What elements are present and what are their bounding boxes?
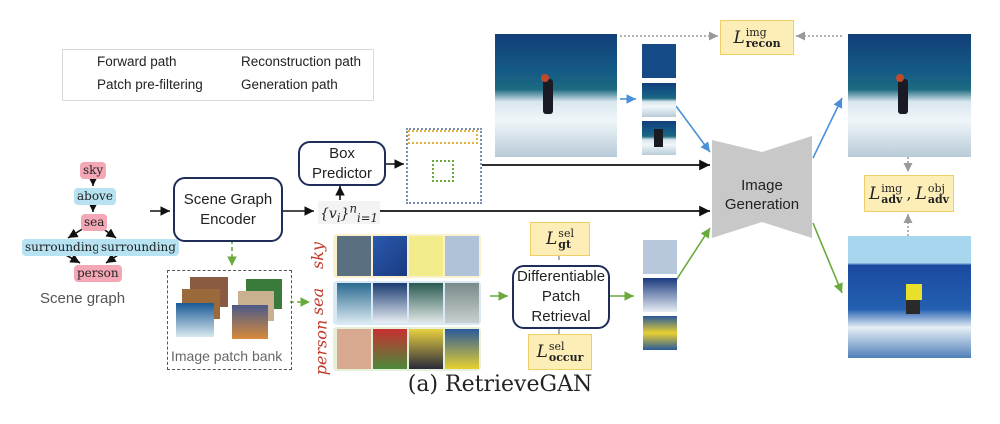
legend-prefilter-label: Patch pre-filtering xyxy=(97,77,203,92)
retrieved-patch-sky xyxy=(643,240,677,274)
patch-row-sky xyxy=(333,234,481,278)
legend-generation-label: Generation path xyxy=(241,77,338,92)
sg-node-surrounding-right: surrounding xyxy=(98,239,179,256)
box-predictor: Box Predictor xyxy=(298,141,386,186)
legend: Forward path Reconstruction path Patch p… xyxy=(62,49,374,101)
image-patch-bank xyxy=(167,270,292,370)
legend-reconstruction-label: Reconstruction path xyxy=(241,54,362,69)
predicted-layout xyxy=(406,128,482,204)
retrieved-patch-person xyxy=(643,316,677,350)
sg-node-sky: sky xyxy=(80,162,107,179)
gt-patch-sky xyxy=(642,44,676,78)
person-box xyxy=(432,160,454,182)
scene-graph-caption: Scene graph xyxy=(40,290,126,307)
reconstructed-image xyxy=(848,34,971,157)
sky-box xyxy=(408,130,478,144)
generated-image xyxy=(848,236,971,358)
scene-graph-encoder: Scene Graph Encoder xyxy=(173,177,283,242)
object-embeddings-label: {vi}ni=1 xyxy=(318,201,380,225)
row-label-sea: sea xyxy=(308,287,328,316)
image-patch-bank-label: Image patch bank xyxy=(171,348,283,364)
differentiable-patch-retrieval: Differentiable Patch Retrieval xyxy=(512,265,610,329)
gt-patch-sea xyxy=(642,83,676,117)
sg-node-above: above xyxy=(74,188,116,205)
legend-forward-label: Forward path xyxy=(97,54,177,69)
figure-caption: (a) RetrieveGAN xyxy=(407,372,593,397)
retrieved-patch-sea xyxy=(643,278,677,312)
patch-row-sea xyxy=(333,281,481,325)
row-label-sky: sky xyxy=(307,242,327,269)
ground-truth-image xyxy=(495,34,617,157)
patch-row-person xyxy=(333,327,481,371)
sg-node-person: person xyxy=(74,265,122,282)
sg-node-surrounding-left: surrounding xyxy=(22,239,103,256)
image-generation-shape xyxy=(712,136,812,238)
gt-patch-person xyxy=(642,121,676,155)
image-generation-label: Image Generation xyxy=(724,177,800,213)
row-label-person: person xyxy=(311,319,331,376)
sg-node-sea: sea xyxy=(81,214,108,231)
